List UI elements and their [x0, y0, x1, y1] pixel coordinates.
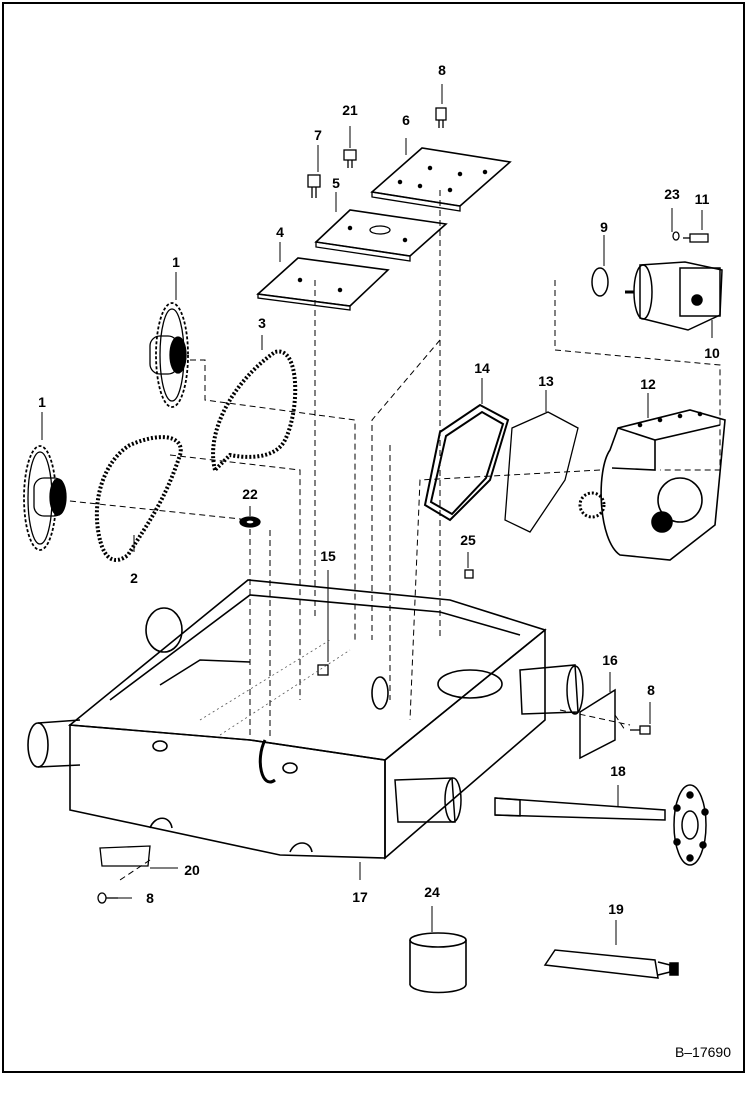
- callout-2: 2: [130, 570, 138, 586]
- callout-8-bottom: 8: [146, 890, 154, 906]
- callout-6: 6: [402, 112, 410, 128]
- bolt-11: [683, 233, 709, 243]
- top-plate-6: [370, 147, 512, 212]
- bolt-25: [464, 569, 474, 579]
- callout-25: 25: [460, 532, 476, 548]
- callout-3: 3: [258, 315, 266, 331]
- callout-9: 9: [600, 219, 608, 235]
- assembly-dashed-lines: [59, 190, 721, 881]
- axle-tube-right: [519, 664, 584, 715]
- callout-22: 22: [242, 486, 258, 502]
- washer-22: [239, 516, 261, 528]
- hydraulic-motor-10: [625, 261, 723, 331]
- tube-19: [543, 949, 679, 979]
- plate-20: [99, 845, 151, 867]
- callout-24: 24: [424, 884, 440, 900]
- callout-23: 23: [664, 186, 680, 202]
- callout-10: 10: [704, 345, 720, 361]
- callout-5: 5: [332, 175, 340, 191]
- callout-15: 15: [320, 548, 336, 564]
- figure-id: B–17690: [674, 1044, 731, 1060]
- callout-8-top: 8: [438, 62, 446, 78]
- axle-tube-front: [394, 777, 462, 823]
- bolt-8-top: [435, 107, 447, 128]
- callout-21: 21: [342, 102, 358, 118]
- bolt-15: [317, 664, 329, 676]
- callout-16: 16: [602, 652, 618, 668]
- o-ring-9: [591, 267, 609, 297]
- sprocket-1-lower: [23, 445, 67, 551]
- callout-20: 20: [184, 862, 200, 878]
- gasket-13: [504, 411, 579, 533]
- callout-1-upper: 1: [172, 254, 180, 270]
- chaincase-shading: [199, 639, 351, 736]
- bolt-7: [307, 174, 321, 198]
- axle-18: [494, 784, 709, 866]
- plate-4: [256, 257, 390, 311]
- bolt-8-bottom: [97, 892, 118, 904]
- plate-5: [314, 209, 448, 262]
- cover-16: [579, 688, 616, 760]
- figure-border: [2, 2, 745, 1073]
- bolt-21: [343, 149, 357, 168]
- callout-14: 14: [474, 360, 490, 376]
- callout-18: 18: [610, 763, 626, 779]
- chain-2: [94, 435, 183, 562]
- sprocket-1-upper: [149, 302, 189, 408]
- callout-12: 12: [640, 376, 656, 392]
- gearcase-12: [578, 409, 726, 561]
- callout-4: 4: [276, 224, 284, 240]
- callout-13: 13: [538, 373, 554, 389]
- callout-8-right: 8: [647, 682, 655, 698]
- washer-23: [672, 231, 680, 241]
- callout-17: 17: [352, 889, 368, 905]
- chaincase-17: [27, 579, 547, 860]
- bolt-8-right: [630, 725, 651, 735]
- leader-lines: [41, 84, 713, 945]
- callout-1-lower: 1: [38, 394, 46, 410]
- callout-19: 19: [608, 901, 624, 917]
- callout-11: 11: [694, 191, 710, 207]
- callout-7: 7: [314, 127, 322, 143]
- gasket-14: [423, 403, 510, 522]
- chain-3: [211, 349, 298, 474]
- can-24: [409, 932, 467, 994]
